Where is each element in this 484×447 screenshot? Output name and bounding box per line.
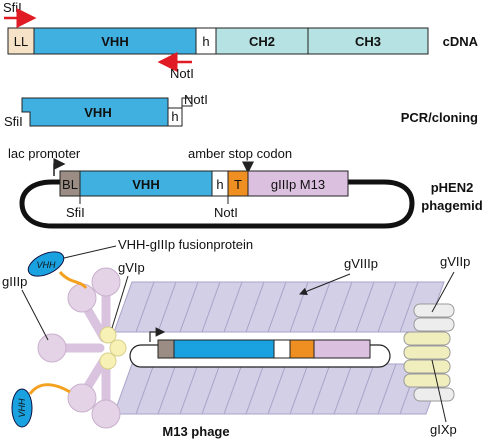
- phagemid-h-label: h: [216, 177, 223, 192]
- gviip-subunit: [413, 303, 455, 318]
- gviip-label: gVIIp: [440, 254, 470, 269]
- phagemid-bl-label: BL: [62, 177, 78, 192]
- pcr-sfi-label: SfiI: [4, 114, 23, 129]
- gviip-subunit: [413, 317, 455, 332]
- plasmid-backbone: [19, 179, 415, 229]
- giiip-head: [67, 383, 97, 413]
- phagemid-giiip-segment: [247, 170, 349, 197]
- gixp-leader-line: [431, 359, 447, 423]
- phagemid-giiip-label: gIIIp M13: [271, 177, 325, 192]
- pcr-vhh-label: VHH: [84, 105, 111, 120]
- gviip-subunit: [413, 387, 455, 402]
- cdna-ch3-label: CH3: [355, 34, 381, 49]
- vhh-fusion-bottom: VHH: [11, 383, 71, 428]
- gvip-sphere: [109, 339, 127, 357]
- cdna-construct: LL VHH h CH2 CH3 cDNA SfiI NotI: [3, 0, 479, 81]
- phagemid-sfi-label: SfiI: [66, 205, 85, 220]
- phagemid-not-label: NotI: [214, 205, 238, 220]
- gixp-subunit: [403, 359, 451, 374]
- gviip-leader-line: [431, 271, 455, 313]
- packaged-h-block: [273, 339, 291, 359]
- gvip-sphere: [99, 326, 117, 344]
- gviiip-label: gVIIIp: [344, 256, 378, 271]
- fusion-protein-label: VHH-gIIIp fusionprotein: [118, 237, 253, 252]
- gixp-subunit: [403, 331, 451, 346]
- giiip-tip-proteins: [37, 267, 127, 429]
- lac-promoter-arrow: [53, 158, 66, 176]
- fusion-leader-line: [63, 245, 117, 259]
- pcr-title: PCR/cloning: [401, 110, 478, 125]
- packaged-vhh-block: [173, 339, 275, 359]
- cdna-ll-label: LL: [14, 34, 28, 49]
- giiip-head: [37, 333, 67, 363]
- pcr-vhh-segment: [21, 97, 169, 127]
- cdna-vhh-segment: [33, 27, 197, 55]
- cdna-ch3-segment: [307, 27, 429, 55]
- cdna-title: cDNA: [443, 34, 479, 49]
- packaged-promoter-arrow: [149, 327, 166, 342]
- gviiip-coat-lower: [113, 363, 445, 415]
- gixp-label: gIXp: [430, 422, 457, 437]
- phagemid-title-line2: phagemid: [421, 198, 482, 213]
- pcr-not-label: NotI: [184, 92, 208, 107]
- cdna-not-label: NotI: [170, 66, 194, 81]
- phagemid-t-label: T: [234, 177, 242, 192]
- giiip-head: [91, 267, 121, 297]
- giiip-leader-line: [21, 289, 49, 341]
- fusion-linker: [58, 270, 88, 290]
- gixp-subunit: [403, 373, 451, 388]
- pcr-h-label: h: [171, 109, 178, 124]
- packaged-t-block: [289, 339, 315, 359]
- vhh-blob-label: VHH: [36, 260, 56, 270]
- vhh-fusion-top: VHH: [27, 251, 88, 290]
- cdna-h-label: h: [202, 34, 209, 49]
- phen2-phagemid: lac promoter amber stop codon BL VHH h T…: [8, 146, 483, 229]
- vhh-domain-blob: [11, 388, 33, 428]
- vhh-domain-blob: [27, 251, 65, 277]
- gviip-gixp-cap: [403, 303, 455, 402]
- giiip-label: gIIIp: [2, 274, 27, 289]
- gvip-sphere: [99, 352, 117, 370]
- giiip-head: [67, 283, 97, 313]
- cdna-ch2-segment: [215, 27, 309, 55]
- gviiip-coat-upper: [113, 281, 445, 333]
- cdna-ch2-label: CH2: [249, 34, 275, 49]
- cdna-vhh-label: VHH: [101, 34, 128, 49]
- giiip-stalk: [57, 285, 111, 415]
- phagemid-title-line1: pHEN2: [431, 180, 474, 195]
- vhh-blob-label: VHH: [17, 398, 27, 418]
- gvip-label: gVIp: [118, 260, 145, 275]
- gixp-subunit: [403, 345, 451, 360]
- giiip-head: [91, 399, 121, 429]
- cdna-sfi-label: SfiI: [3, 0, 22, 15]
- m13-phage-title: M13 phage: [162, 424, 229, 439]
- packaged-bl-block: [157, 339, 175, 359]
- pcr-h-segment: [167, 97, 193, 127]
- gviiip-leader-line: [299, 273, 351, 296]
- gvip-leader-line: [111, 275, 129, 329]
- packaged-giiip-block: [313, 339, 371, 359]
- pcr-product: VHH h SfiI NotI PCR/cloning: [4, 92, 478, 129]
- cdna-ll-segment: [7, 27, 35, 55]
- packaged-phagemid: [129, 327, 391, 368]
- phagemid-vhh-label: VHH: [132, 177, 159, 192]
- amber-stop-label: amber stop codon: [188, 146, 292, 161]
- m13-phage: VHH VHH VHH-gIIIp fusionprotein gIIIp gV…: [2, 237, 470, 439]
- fusion-linker: [28, 383, 71, 395]
- lac-promoter-label: lac promoter: [8, 146, 81, 161]
